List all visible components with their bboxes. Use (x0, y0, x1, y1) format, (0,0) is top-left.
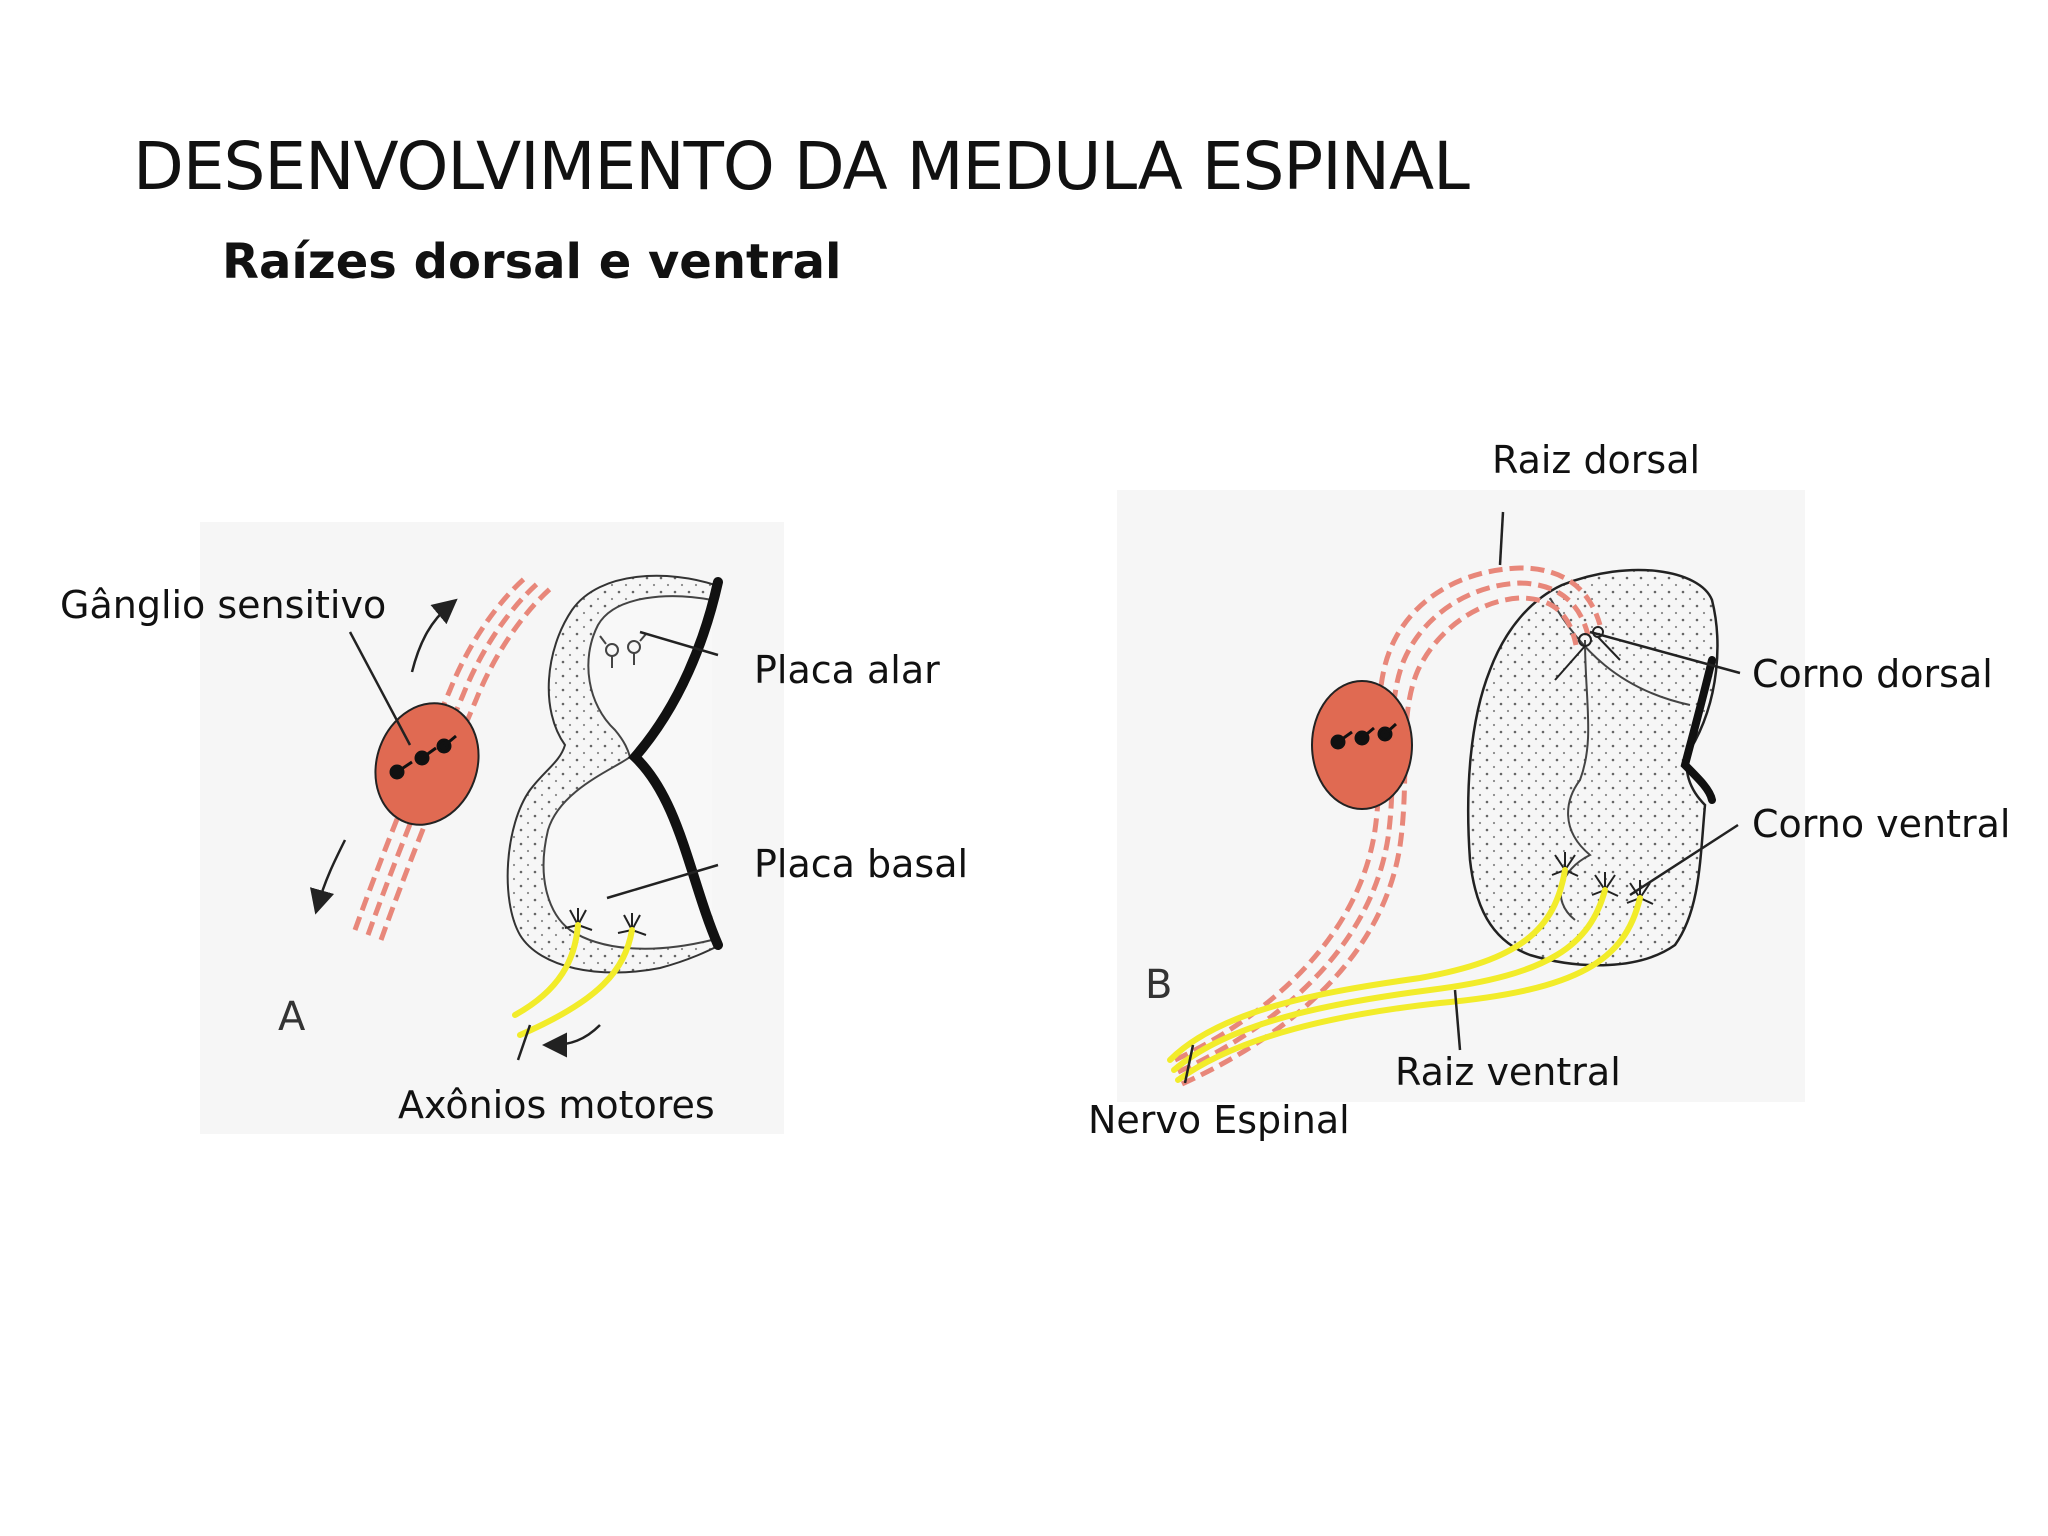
slide-title: DESENVOLVIMENTO DA MEDULA ESPINAL (133, 128, 1470, 205)
label-axonios-motores: Axônios motores (398, 1083, 715, 1127)
spinal-cord-b (1466, 568, 1719, 967)
sensory-ganglion-a (374, 702, 480, 826)
axon-arrow-icon (542, 1024, 601, 1058)
motor-neurons-a (564, 908, 647, 936)
slide-subtitle: Raízes dorsal e ventral (222, 234, 842, 290)
label-corno-dorsal: Corno dorsal (1752, 652, 1993, 696)
panel-letter-b: B (1145, 962, 1172, 1008)
alar-neurons-a (599, 633, 647, 668)
ventral-root-fibers-b (1167, 867, 1643, 1083)
neural-tube-border-a (628, 577, 723, 950)
downward-arrow-icon (310, 839, 347, 915)
label-corno-ventral: Corno ventral (1752, 802, 2011, 846)
upward-arrow-icon (410, 598, 458, 673)
label-nervo-espinal: Nervo Espinal (1088, 1098, 1350, 1142)
ganglion-neurons-a (389, 734, 457, 780)
panel-letter-a: A (278, 994, 306, 1040)
label-placa-basal: Placa basal (754, 842, 969, 886)
leader-lines-a (348, 630, 719, 1061)
label-raiz-ventral: Raiz ventral (1395, 1050, 1621, 1094)
label-ganglio-sensitivo: Gânglio sensitivo (60, 583, 387, 627)
label-raiz-dorsal: Raiz dorsal (1492, 438, 1701, 482)
dorsal-horn-b (1549, 597, 1691, 706)
motor-axons-a (512, 922, 635, 1038)
dorsal-horn-neurons-b (1554, 626, 1621, 681)
spinal-cord-border-b (1680, 656, 1716, 804)
diagram-b: B (1145, 511, 1741, 1087)
diagram-a: A (278, 574, 723, 1061)
label-placa-alar: Placa alar (754, 648, 940, 692)
leader-lines-b (1183, 511, 1741, 1084)
ganglion-neurons-b (1330, 722, 1398, 750)
